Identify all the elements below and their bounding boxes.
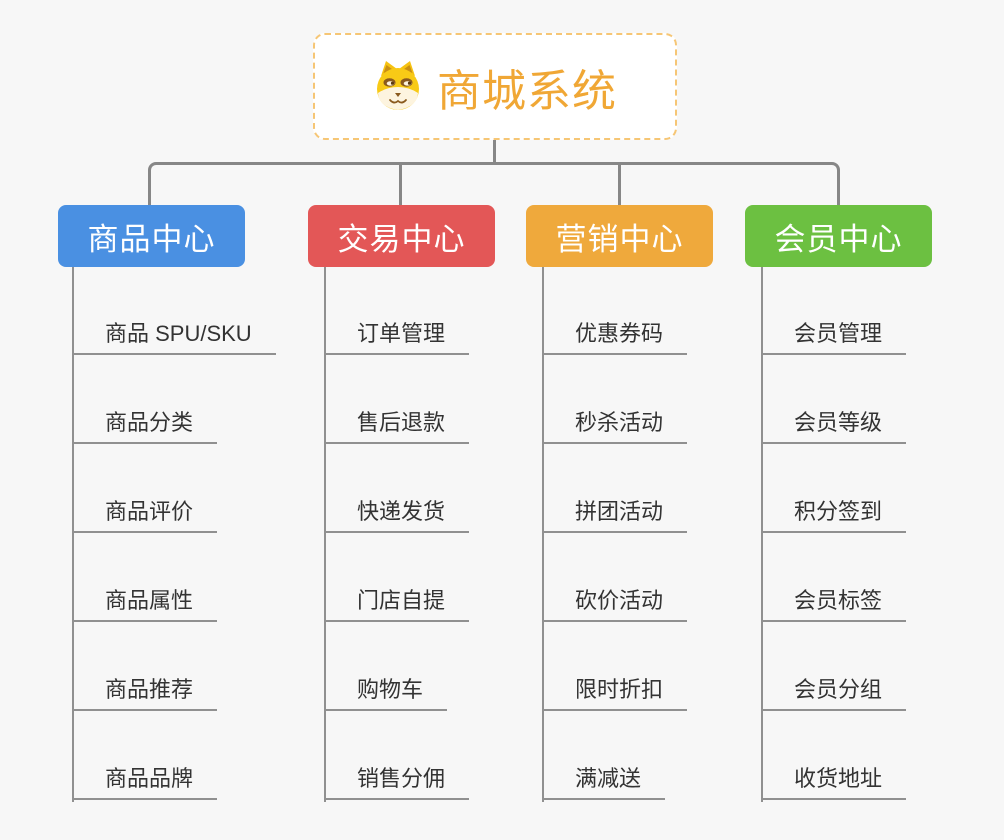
- leaf-label: 积分签到: [794, 499, 883, 524]
- connector-drop-marketing: [618, 165, 621, 208]
- connector-trunk-trade: [324, 267, 326, 802]
- leaf-label: 商品品牌: [105, 766, 194, 791]
- leaf-label: 会员等级: [794, 410, 883, 435]
- leaf-label: 秒杀活动: [575, 410, 664, 435]
- leaf-label: 收货地址: [794, 766, 883, 791]
- branch-label: 交易中心: [337, 221, 466, 257]
- leaf-node-product-spu-sku[interactable]: 商品 SPU/SKU: [72, 319, 276, 355]
- leaf-node-member-management[interactable]: 会员管理: [761, 319, 907, 355]
- root-node-mall-system[interactable]: 商城系统: [313, 33, 677, 140]
- leaf-node-bargain-activity[interactable]: 砍价活动: [542, 586, 688, 622]
- leaf-label: 商品推荐: [105, 677, 194, 702]
- leaf-node-full-reduction[interactable]: 满减送: [542, 764, 666, 800]
- leaf-node-product-attribute[interactable]: 商品属性: [72, 586, 218, 622]
- leaf-label: 商品评价: [105, 499, 194, 524]
- leaf-label: 满减送: [575, 766, 642, 791]
- dog-face-icon: [377, 60, 419, 110]
- leaf-node-limited-time-discount[interactable]: 限时折扣: [542, 675, 688, 711]
- leaf-label: 门店自提: [357, 588, 446, 613]
- connector-bus-line: [148, 162, 840, 208]
- leaf-label: 商品 SPU/SKU: [105, 321, 252, 346]
- leaf-node-product-brand[interactable]: 商品品牌: [72, 764, 218, 800]
- leaf-label: 快递发货: [357, 499, 446, 524]
- leaf-node-product-review[interactable]: 商品评价: [72, 497, 218, 533]
- connector-trunk-product: [72, 267, 74, 802]
- leaf-node-sales-commission[interactable]: 销售分佣: [324, 764, 470, 800]
- leaf-node-group-buying[interactable]: 拼团活动: [542, 497, 688, 533]
- leaf-node-store-pickup[interactable]: 门店自提: [324, 586, 470, 622]
- branch-node-member-center[interactable]: 会员中心: [745, 205, 932, 267]
- leaf-node-express-delivery[interactable]: 快递发货: [324, 497, 470, 533]
- leaf-node-member-tag[interactable]: 会员标签: [761, 586, 907, 622]
- branch-label: 会员中心: [774, 221, 903, 257]
- leaf-node-after-sale-refund[interactable]: 售后退款: [324, 408, 470, 444]
- leaf-node-member-level[interactable]: 会员等级: [761, 408, 907, 444]
- leaf-node-order-management[interactable]: 订单管理: [324, 319, 470, 355]
- branch-node-trade-center[interactable]: 交易中心: [308, 205, 495, 267]
- connector-trunk-marketing: [542, 267, 544, 802]
- leaf-node-shopping-cart[interactable]: 购物车: [324, 675, 448, 711]
- leaf-label: 拼团活动: [575, 499, 664, 524]
- branch-node-product-center[interactable]: 商品中心: [58, 205, 245, 267]
- leaf-label: 会员标签: [794, 588, 883, 613]
- leaf-node-shipping-address[interactable]: 收货地址: [761, 764, 907, 800]
- leaf-label: 限时折扣: [575, 677, 664, 702]
- leaf-node-flash-sale[interactable]: 秒杀活动: [542, 408, 688, 444]
- leaf-label: 会员分组: [794, 677, 883, 702]
- leaf-label: 订单管理: [357, 321, 446, 346]
- leaf-label: 售后退款: [357, 410, 446, 435]
- leaf-label: 砍价活动: [575, 588, 664, 613]
- branch-node-marketing-center[interactable]: 营销中心: [526, 205, 713, 267]
- leaf-label: 销售分佣: [357, 766, 446, 791]
- leaf-node-product-category[interactable]: 商品分类: [72, 408, 218, 444]
- leaf-label: 会员管理: [794, 321, 883, 346]
- branch-label: 营销中心: [555, 221, 684, 257]
- root-title: 商城系统: [437, 66, 617, 116]
- leaf-label: 购物车: [357, 677, 424, 702]
- leaf-label: 优惠券码: [575, 321, 664, 346]
- branch-label: 商品中心: [87, 221, 216, 257]
- leaf-node-member-group[interactable]: 会员分组: [761, 675, 907, 711]
- leaf-label: 商品分类: [105, 410, 194, 435]
- connector-trunk-member: [761, 267, 763, 802]
- connector-root-stem: [493, 140, 496, 165]
- leaf-label: 商品属性: [105, 588, 194, 613]
- connector-drop-trade: [399, 165, 402, 208]
- leaf-node-product-recommend[interactable]: 商品推荐: [72, 675, 218, 711]
- leaf-node-points-checkin[interactable]: 积分签到: [761, 497, 907, 533]
- leaf-node-coupon-code[interactable]: 优惠券码: [542, 319, 688, 355]
